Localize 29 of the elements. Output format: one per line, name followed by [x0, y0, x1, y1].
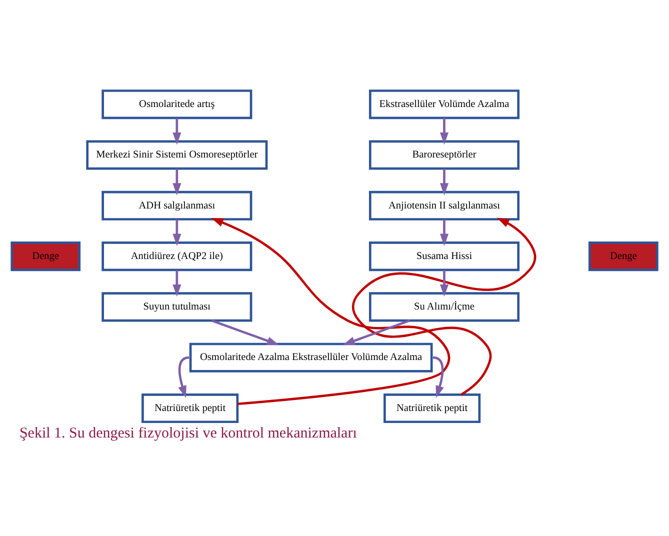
arrow: [172, 118, 182, 144]
arrow: [352, 217, 536, 396]
node-box: Merkezi Sinir Sistemi Osmoreseptörler: [86, 140, 268, 170]
node-box: Natriüretik peptit: [384, 392, 481, 423]
node-box: Antidiürez (AQP2 ile): [102, 241, 252, 271]
arrow: [342, 318, 410, 345]
node-box: ADH salgılanması: [102, 190, 252, 220]
node-box: Anjiotensin II salgılanması: [368, 190, 520, 220]
node-box: Natriüretik peptit: [142, 392, 239, 423]
node-box: Denge: [588, 241, 658, 271]
arrow: [432, 356, 444, 398]
node-box: Suyun tutulması: [102, 292, 252, 322]
node-box: Ekstrasellüler Volümde Azalma: [368, 89, 520, 119]
arrow: [172, 270, 182, 296]
arrow: [440, 270, 449, 296]
arrow: [211, 217, 450, 405]
node-box: Osmolaritede artış: [102, 89, 252, 119]
arrow: [440, 118, 449, 144]
arrow: [440, 218, 449, 246]
node-box: Susama Hissi: [368, 241, 520, 271]
arrow: [211, 318, 280, 345]
arrow: [172, 218, 182, 246]
arrow: [440, 168, 449, 195]
caption: Şekil 1. Su dengesi fizyolojisi ve kontrol mekanizmaları: [19, 425, 357, 442]
node-box: Osmolaritede Azalma Ekstrasellüler Volümde Azalma: [189, 342, 433, 372]
node-box: Baroreseptörler: [368, 140, 520, 170]
node-box: Su Alımı/İçme: [368, 292, 520, 322]
node-box: Denge: [10, 241, 81, 271]
arrow: [172, 168, 182, 195]
